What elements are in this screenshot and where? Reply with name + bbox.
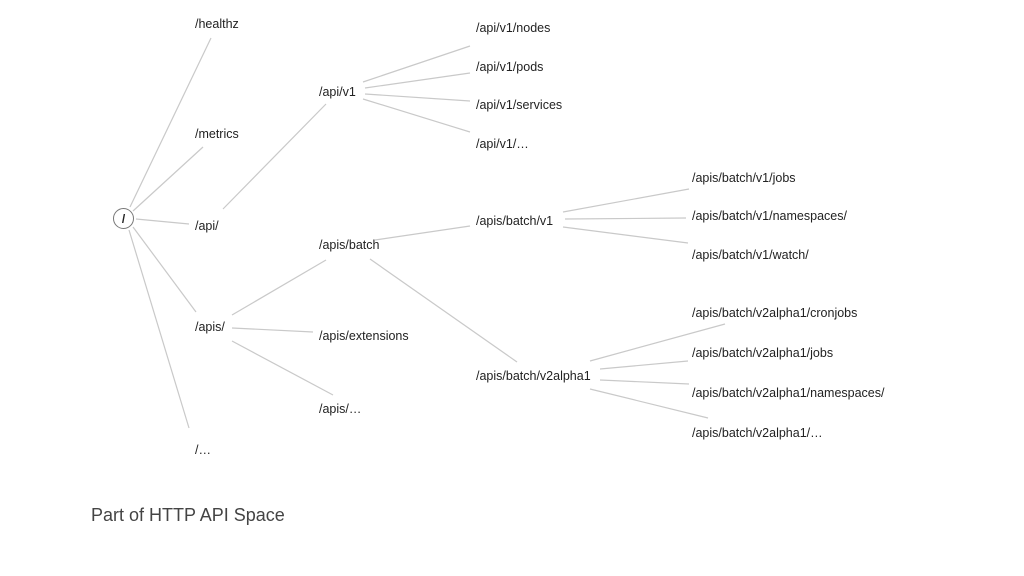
node-bv2-cronjobs: /apis/batch/v2alpha1/cronjobs <box>692 306 858 320</box>
edge-api-v1 <box>222 103 327 210</box>
node-apis: /apis/ <box>195 320 225 334</box>
node-api-v1: /api/v1 <box>319 85 356 99</box>
node-apis-extensions: /apis/extensions <box>319 329 409 343</box>
edge-bv2-ellipsis <box>589 388 709 419</box>
node-metrics: /metrics <box>195 127 239 141</box>
edge-root-apis <box>132 226 197 313</box>
edge-v1-nodes <box>362 45 471 83</box>
node-batch-v2alpha1: /apis/batch/v2alpha1 <box>476 369 591 383</box>
root-node: / <box>113 208 134 229</box>
diagram-caption: Part of HTTP API Space <box>91 505 285 525</box>
edge-apis-extensions <box>231 327 314 333</box>
edge-v1-services <box>364 93 471 102</box>
node-apis-batch: /apis/batch <box>319 238 380 252</box>
node-api: /api/ <box>195 219 219 233</box>
edge-root-api <box>135 218 190 225</box>
node-batch-v1: /apis/batch/v1 <box>476 214 554 228</box>
edge-bv1-jobs <box>562 188 690 213</box>
edge-bv1-watch <box>562 226 689 244</box>
node-healthz: /healthz <box>195 17 239 31</box>
node-bv1-watch: /apis/batch/v1/watch/ <box>692 248 809 262</box>
node-api-v1-nodes: /api/v1/nodes <box>476 21 551 35</box>
node-api-v1-services: /api/v1/services <box>476 98 563 112</box>
edge-v1-pods <box>364 72 471 89</box>
edge-v1-ellipsis <box>362 98 471 133</box>
node-bv2-ellipsis: /apis/batch/v2alpha1/… <box>692 426 823 440</box>
node-bv1-namespaces: /apis/batch/v1/namespaces/ <box>692 209 847 223</box>
node-apis-ellipsis: /apis/… <box>319 402 362 416</box>
edge-batch-v1 <box>374 225 471 241</box>
edge-bv1-namespaces <box>564 217 687 220</box>
node-root-ellipsis: /… <box>195 443 211 457</box>
node-bv2-namespaces: /apis/batch/v2alpha1/namespaces/ <box>692 386 885 400</box>
edge-root-ellipsis <box>128 229 190 429</box>
node-api-v1-pods: /api/v1/pods <box>476 60 544 74</box>
node-api-v1-ellipsis: /api/v1/… <box>476 137 529 151</box>
edge-batch-v2alpha1 <box>369 258 518 363</box>
node-bv2-jobs: /apis/batch/v2alpha1/jobs <box>692 346 834 360</box>
edge-apis-batch <box>231 259 327 316</box>
edge-root-metrics <box>132 146 204 212</box>
edge-root-healthz <box>129 37 212 208</box>
edge-apis-ellipsis <box>231 340 334 396</box>
edge-bv2-jobs <box>599 360 689 370</box>
edge-bv2-cronjobs <box>589 323 726 362</box>
edge-bv2-namespaces <box>599 379 690 385</box>
node-bv1-jobs: /apis/batch/v1/jobs <box>692 171 796 185</box>
